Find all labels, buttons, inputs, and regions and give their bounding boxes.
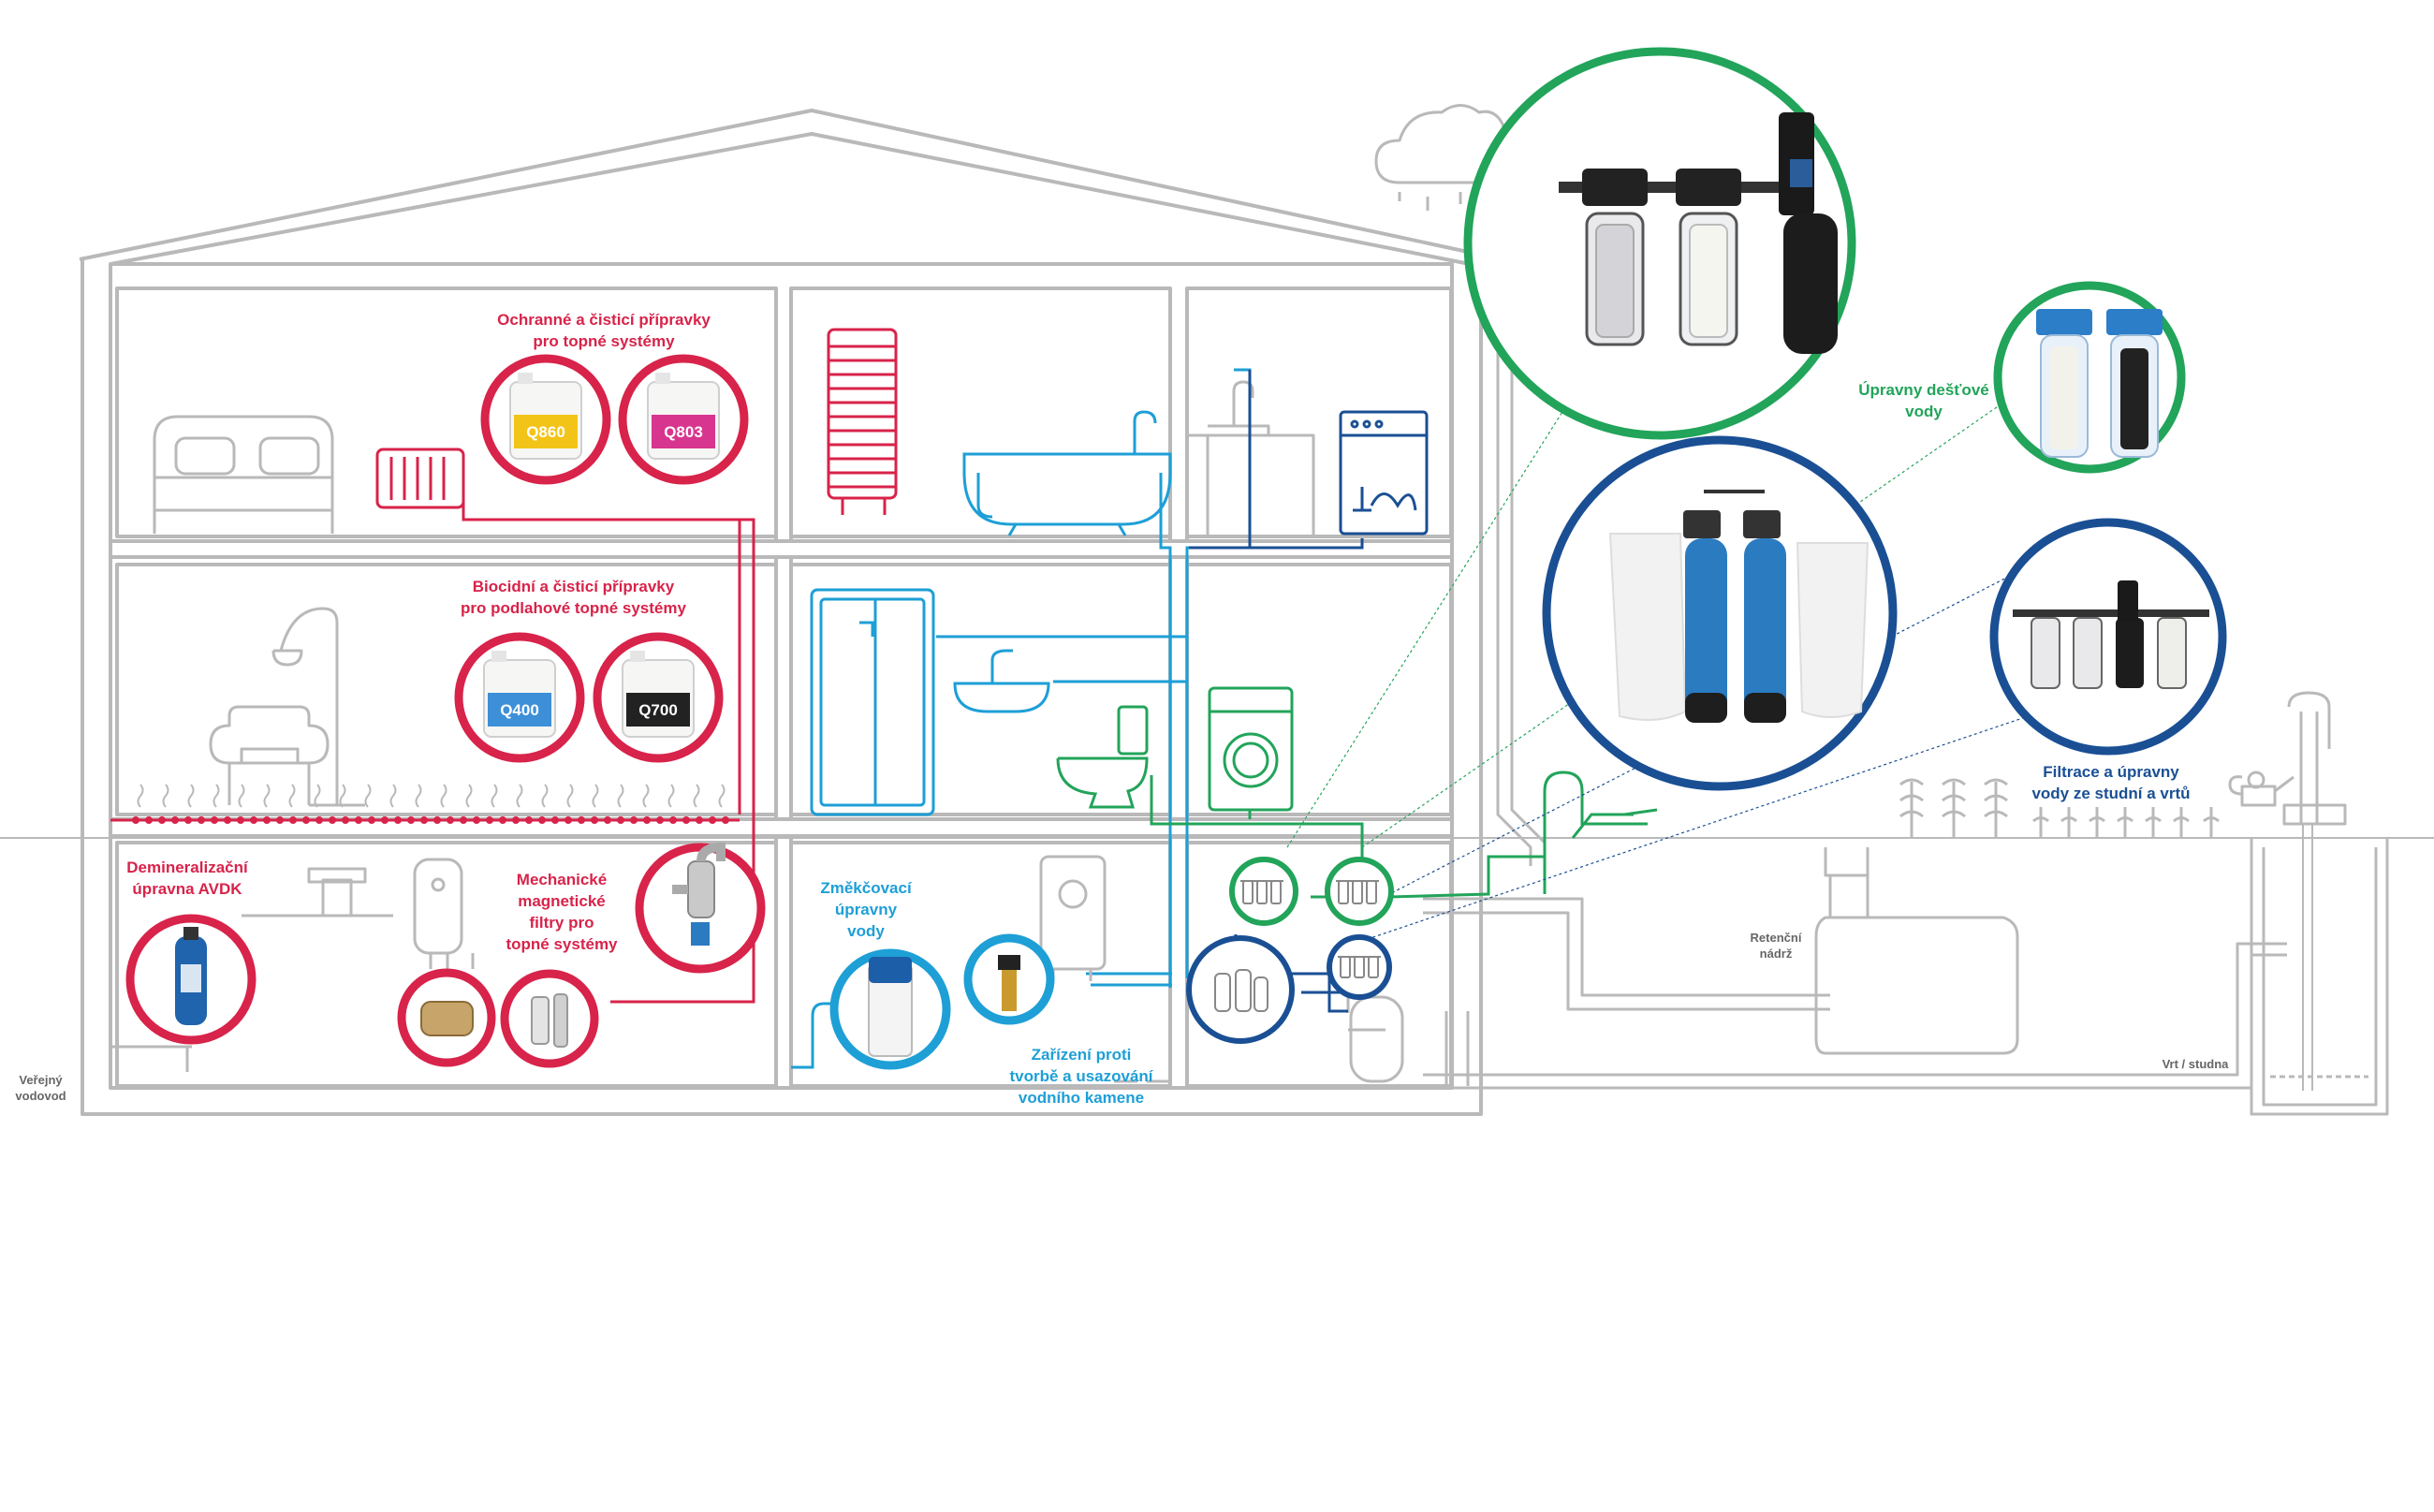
product-name-q860: Q860 xyxy=(526,423,565,441)
avdk-bottle xyxy=(175,927,207,1025)
product-circle-rainwater-large[interactable] xyxy=(1463,47,1856,440)
floor-heating-waves xyxy=(137,784,726,808)
product-can-q860: Q860 xyxy=(509,373,582,460)
floor-heating-dots xyxy=(132,816,729,824)
toilet-icon xyxy=(1056,705,1149,809)
magnetic-filter-art xyxy=(672,842,726,946)
product-name-q700: Q700 xyxy=(638,701,678,719)
garden-sprinkler-icon xyxy=(1571,808,1658,839)
radiator-icon xyxy=(375,448,465,509)
watering-can-icon xyxy=(2228,771,2295,807)
armchair-icon xyxy=(209,705,330,805)
rainwater-filter-set xyxy=(1559,112,1838,354)
rainwater-filter-pair xyxy=(2036,309,2163,458)
dishwasher-icon xyxy=(1339,410,1429,536)
garden-plants-icon xyxy=(1899,778,2220,838)
antiscale-art xyxy=(998,955,1020,1011)
outdoor-pipes xyxy=(1423,897,1830,1011)
product-can-q700: Q700 xyxy=(622,651,695,738)
rainwater-pipe xyxy=(1150,771,1629,899)
storage-boxes-icon xyxy=(242,867,393,917)
pressure-tank-icon xyxy=(1349,995,1404,1083)
house-outline xyxy=(81,259,1483,1116)
label-well: Vrt / studna xyxy=(2162,1057,2229,1071)
floor-slabs xyxy=(110,539,1452,838)
bed-icon xyxy=(153,415,334,534)
product-can-q400: Q400 xyxy=(483,651,556,738)
boiler-icon xyxy=(1039,855,1107,971)
inline-filter-art xyxy=(420,993,568,1048)
well-icon xyxy=(2250,691,2389,1116)
product-name-q803: Q803 xyxy=(664,423,703,441)
kitchen-sink-icon xyxy=(1187,380,1315,536)
softener-cabinet-art xyxy=(868,957,913,1057)
house-roof xyxy=(79,109,1503,261)
product-name-q400: Q400 xyxy=(500,701,539,719)
washing-machine-icon xyxy=(1208,686,1294,812)
well-filter-set xyxy=(2013,580,2209,689)
floor-lamp-icon xyxy=(271,607,365,807)
retention-tank-icon xyxy=(1814,847,2019,1055)
towel-radiator-icon xyxy=(827,328,898,515)
product-circle-well-small[interactable] xyxy=(1989,518,2227,756)
water-heater-icon xyxy=(413,858,463,969)
shower-cabin-icon xyxy=(810,588,935,816)
washbasin-icon xyxy=(953,649,1050,713)
product-can-q803: Q803 xyxy=(647,373,720,460)
bathtub-icon xyxy=(962,410,1172,536)
softener-tanks xyxy=(1608,490,1869,723)
